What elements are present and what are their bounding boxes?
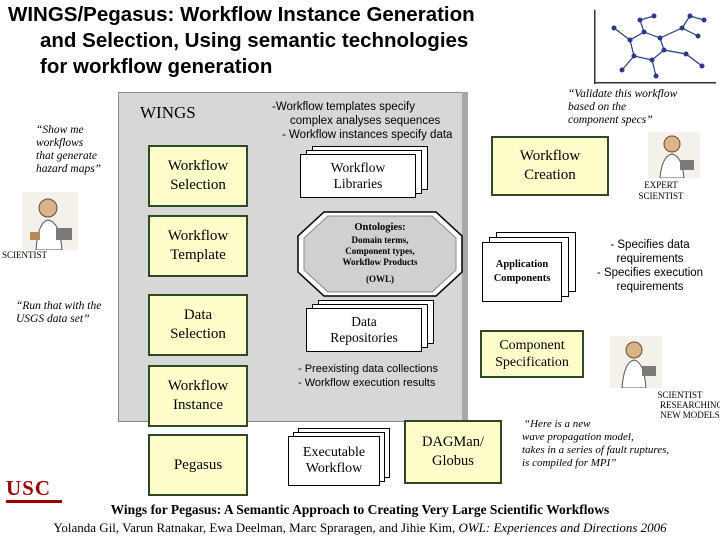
workflow-instance-box: Workflow Instance <box>148 365 248 427</box>
workflow-creation-box: Workflow Creation <box>491 136 609 196</box>
ontologies-item: Component types, <box>345 246 415 256</box>
stack-line: Components <box>493 273 551 284</box>
templates-note-line: complex analyses sequences <box>290 115 441 127</box>
quote-line: based on the <box>568 101 627 113</box>
box-line: Selection <box>170 177 226 193</box>
stack-line: Libraries <box>333 176 383 191</box>
ontologies-item: Domain terms, <box>351 235 409 245</box>
box-line: Specification <box>495 355 569 370</box>
specifies-note: - Specifies data requirements - Specifie… <box>580 238 720 294</box>
quote-line: workflows <box>36 137 84 149</box>
note-line: - Specifies execution <box>596 267 704 279</box>
box-line: Template <box>170 247 226 263</box>
scientist-figure-icon <box>22 192 78 250</box>
caption-authors-names: Yolanda Gil, Varun Ratnakar, Ewa Deelman… <box>53 520 459 535</box>
data-repositories-stack: Data Repositories <box>306 300 436 352</box>
role-line: EXPERT <box>644 180 678 190</box>
quote-line: “Run that with the <box>16 300 102 312</box>
stack-line: Data <box>351 314 377 329</box>
box-line: Globus <box>432 453 474 469</box>
box-line: Workflow <box>167 228 229 244</box>
box-line: Pegasus <box>173 456 223 473</box>
quote-line: USGS data set” <box>16 313 90 325</box>
quote-line: hazard maps” <box>36 163 102 175</box>
show-me-quote: “Show me workflows that generate hazard … <box>36 124 126 176</box>
slide-title: WINGS/Pegasus: Workflow Instance Generat… <box>8 2 568 80</box>
ontologies-item: Workflow Products <box>342 257 418 267</box>
role-line: SCIENTIST <box>638 191 684 201</box>
title-line-1: WINGS/Pegasus: Workflow Instance Generat… <box>8 3 475 26</box>
box-line: Workflow <box>167 378 229 394</box>
quote-line: takes in a series of fault ruptures, <box>522 444 670 456</box>
wings-label: WINGS <box>140 103 196 122</box>
role-line: NEW MODELS <box>660 410 720 420</box>
data-selection-box: Data Selection <box>148 294 248 356</box>
ontologies-heading: Ontologies: <box>354 222 406 233</box>
quote-line: wave propagation model, <box>522 431 634 443</box>
dagman-globus-box: DAGMan/ Globus <box>404 420 502 484</box>
note-line: requirements <box>616 253 684 265</box>
ontologies-text: Ontologies: Domain terms, Component type… <box>306 222 454 285</box>
box-line: Workflow <box>167 158 229 174</box>
scientist-label: SCIENTIST <box>2 250 47 260</box>
templates-note-line: - Workflow instances specify data <box>282 129 453 141</box>
application-components-stack: Application Components <box>482 232 578 302</box>
workflow-libraries-stack: Workflow Libraries <box>300 146 430 198</box>
stack-front: Executable Workflow <box>288 436 380 486</box>
quote-line: component specs” <box>568 114 653 126</box>
stack-front: Data Repositories <box>306 308 422 352</box>
usc-logo: USC <box>6 476 62 503</box>
component-specification-box: Component Specification <box>480 330 584 378</box>
expert-scientist-icon <box>648 132 700 178</box>
box-line: Instance <box>173 397 223 413</box>
preexisting-note: - Preexisting data collections - Workflo… <box>298 362 468 390</box>
pegasus-box: Pegasus <box>148 434 248 496</box>
stack-line: Workflow <box>305 461 363 476</box>
quote-line: is compiled for MPI” <box>522 457 617 469</box>
here-is-quote: “Here is a new wave propagation model, t… <box>522 418 718 470</box>
stack-line: Application <box>495 259 549 270</box>
templates-note-line: -Workflow templates specify <box>272 101 415 113</box>
box-line: Selection <box>170 326 226 342</box>
stack-front: Workflow Libraries <box>300 154 416 198</box>
stack-line: Workflow <box>330 160 386 175</box>
validate-quote: “Validate this workflow based on the com… <box>568 88 718 127</box>
box-line: Creation <box>524 167 576 183</box>
stack-line: Repositories <box>330 330 398 345</box>
note-line: - Preexisting data collections <box>298 363 439 375</box>
workflow-selection-box: Workflow Selection <box>148 145 248 207</box>
ontologies-octagon <box>297 211 463 297</box>
run-that-quote: “Run that with the USGS data set” <box>16 300 126 326</box>
researching-scientist-label: SCIENTIST RESEARCHING NEW MODELS <box>640 390 720 420</box>
title-line-2: and Selection, Using semantic technologi… <box>40 29 469 52</box>
wings-panel-shadow <box>462 92 468 420</box>
stack-line: Executable <box>302 445 366 460</box>
researching-scientist-icon <box>610 336 662 388</box>
executable-workflow-stack: Executable Workflow <box>288 428 392 486</box>
quote-line: that generate <box>36 150 97 162</box>
box-line: Workflow <box>519 148 581 164</box>
title-line-3: for workflow generation <box>40 55 273 78</box>
box-line: Component <box>499 338 565 353</box>
box-line: DAGMan/ <box>421 434 485 450</box>
owl-label: (OWL) <box>366 274 394 284</box>
note-line: requirements <box>616 281 684 293</box>
pegasus-logo-icon <box>594 10 716 84</box>
caption-venue: OWL: Experiences and Directions 2006 <box>458 520 667 535</box>
note-line: - Specifies data <box>610 239 690 251</box>
caption-authors: Yolanda Gil, Varun Ratnakar, Ewa Deelman… <box>0 520 720 536</box>
expert-scientist-label: EXPERT SCIENTIST <box>633 180 689 202</box>
quote-line: “Here is a new <box>524 418 591 430</box>
role-line: SCIENTIST <box>657 390 703 400</box>
box-line: Data <box>183 307 213 323</box>
templates-note: -Workflow templates specify complex anal… <box>272 100 472 142</box>
quote-line: “Validate this workflow <box>568 88 678 100</box>
note-line: - Workflow execution results <box>298 377 436 389</box>
role-line: RESEARCHING <box>660 400 720 410</box>
stack-front: Application Components <box>482 242 562 302</box>
caption-title: Wings for Pegasus: A Semantic Approach t… <box>110 502 610 517</box>
quote-line: “Show me <box>36 124 84 136</box>
workflow-template-box: Workflow Template <box>148 215 248 277</box>
